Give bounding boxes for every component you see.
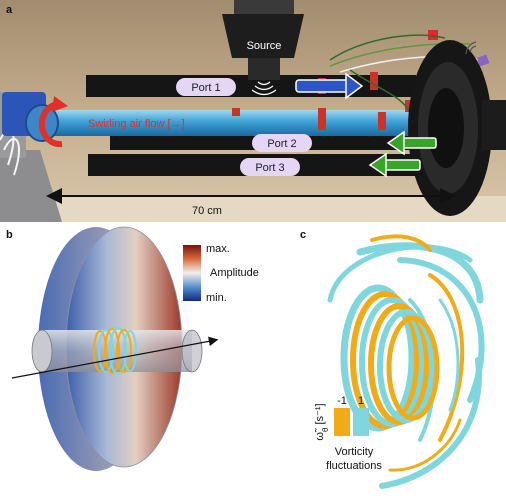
swirl-tube xyxy=(30,110,430,136)
colorbar-title: Amplitude xyxy=(210,267,259,279)
flow-axis-arrow xyxy=(11,336,219,379)
legend-pos-swatch xyxy=(353,408,369,436)
port-3-flow-arrow xyxy=(368,152,421,178)
amplitude-colorbar: max. Amplitude min. xyxy=(183,243,259,304)
port-3-label: Port 3 xyxy=(240,158,300,176)
swirl-flow-label: Swirling air flow [→] xyxy=(88,118,185,130)
panel-b-rendering: b max. Amplitude min. xyxy=(6,226,259,471)
length-dimension: 70 cm xyxy=(46,188,456,217)
panel-b-letter: b xyxy=(6,229,13,241)
panel-a-photo: Source Port 1 Port 2 Port 3 xyxy=(0,0,506,222)
acoustic-source: Source xyxy=(222,0,304,96)
svg-text:Port 2: Port 2 xyxy=(267,138,296,150)
panel-c-letter: c xyxy=(300,229,306,241)
wireless-sensor-icon xyxy=(465,41,490,67)
legend-pos-value: 1 xyxy=(358,395,364,407)
vorticity-legend: ω̃θ[s⁻¹] -1 1 Vorticity fluctuations xyxy=(314,395,382,472)
panel-c-rendering: c ω̃θ[s⁻¹] -1 1 xyxy=(300,229,485,489)
port-1-flow-arrow xyxy=(295,72,364,100)
svg-text:Port 1: Port 1 xyxy=(191,82,220,94)
vortex-rings xyxy=(93,327,137,375)
panel-a-letter: a xyxy=(6,4,13,16)
source-label: Source xyxy=(247,40,282,52)
colorbar-max-label: max. xyxy=(206,243,230,255)
port-2-flow-arrow xyxy=(386,130,437,156)
svg-text:Port 3: Port 3 xyxy=(255,162,284,174)
length-label: 70 cm xyxy=(192,205,222,217)
sound-wave-icon xyxy=(251,81,277,96)
port-1-label: Port 1 xyxy=(176,78,236,96)
vorticity-isosurfaces xyxy=(327,234,485,489)
colorbar-min-label: min. xyxy=(206,292,227,304)
legend-neg-swatch xyxy=(334,408,350,436)
port-2-label: Port 2 xyxy=(252,134,312,152)
legend-line-2: fluctuations xyxy=(326,460,382,472)
swirl-arrow-icon xyxy=(38,96,68,148)
legend-neg-value: -1 xyxy=(337,395,347,407)
vorticity-symbol-rotated: ω̃θ[s⁻¹] xyxy=(314,403,330,440)
legend-line-1: Vorticity xyxy=(335,446,374,458)
